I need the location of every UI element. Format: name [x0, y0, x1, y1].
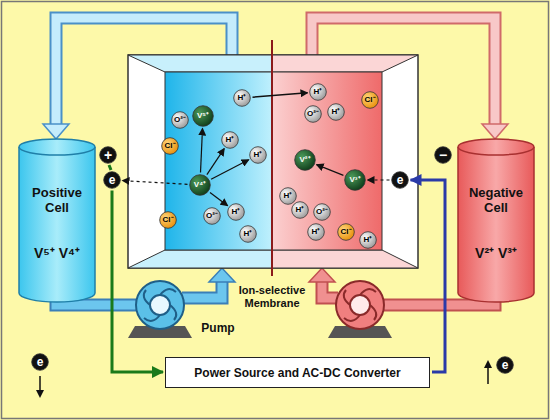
reaction-arrow: [253, 93, 308, 97]
chloride-ion: Cl⁻: [337, 223, 355, 241]
ion-symbol: V³⁺: [350, 176, 361, 184]
vanadium-ion: V²⁺: [294, 149, 316, 171]
ion-symbol: H⁺: [232, 208, 241, 216]
reaction-arrow: [368, 179, 390, 180]
ion-symbol: +: [104, 148, 112, 162]
positive-tank: Positive CellV⁵⁺ V⁴⁺: [18, 138, 96, 302]
ion-symbol: Cl⁻: [365, 96, 376, 104]
ion-symbol: e: [397, 174, 404, 186]
ion-symbol: H⁺: [244, 230, 253, 238]
ion-symbol: H⁺: [314, 88, 323, 96]
tank-title: Positive Cell: [22, 186, 92, 216]
vanadium-ion: V³⁺: [344, 169, 366, 191]
ion-symbol: H⁺: [226, 136, 235, 144]
tank-cylinder: [457, 138, 535, 302]
ion-particle: H⁺: [307, 223, 325, 241]
ion-symbol: e: [37, 356, 44, 368]
ion-particle: H⁺: [239, 225, 257, 243]
ion-symbol: O²⁻: [316, 208, 328, 216]
ion-particle: H⁺: [249, 146, 267, 164]
tank-title: Negative Cell: [461, 186, 531, 216]
electron-symbol: e: [391, 171, 409, 189]
ion-symbol: −: [439, 148, 447, 162]
ion-particle: H⁺: [359, 231, 377, 249]
electron-symbol: e: [496, 356, 514, 374]
terminal-symbol: −: [434, 146, 452, 164]
ion-symbol: H⁺: [332, 108, 341, 116]
electron-symbol: e: [31, 353, 49, 371]
ion-symbol: O²⁻: [174, 116, 186, 124]
reaction-arrow: [210, 193, 228, 206]
reaction-arrow: [211, 160, 249, 180]
vanadium-ion: V⁴⁺: [189, 174, 211, 196]
ion-symbol: V²⁺: [300, 156, 311, 164]
power-converter-box: Power Source and AC-DC Converter: [165, 357, 430, 388]
chloride-ion: Cl⁻: [159, 211, 177, 229]
circuit-wire: [411, 180, 446, 372]
terminal-symbol: +: [99, 146, 117, 164]
ion-symbol: e: [109, 174, 116, 186]
ion-symbol: H⁺: [296, 206, 305, 214]
ion-symbol: H⁺: [312, 228, 321, 236]
negative-tank: Negative CellV²⁺ V³⁺: [457, 138, 535, 302]
vanadium-ion: V⁵⁺: [192, 105, 214, 127]
ion-symbol: V⁵⁺: [197, 112, 209, 120]
ion-symbol: V⁴⁺: [194, 181, 206, 189]
ion-symbol: Cl⁻: [165, 142, 176, 150]
ion-particle: O²⁻: [313, 203, 331, 221]
reaction-arrow: [207, 149, 224, 175]
ion-particle: H⁺: [221, 131, 239, 149]
circuit-wire: [112, 191, 163, 373]
ion-symbol: H⁺: [284, 192, 293, 200]
ion-particle: H⁺: [233, 89, 251, 107]
ion-symbol: e: [502, 359, 509, 371]
ion-symbol: Cl⁻: [341, 228, 352, 236]
ion-particle: O²⁻: [171, 111, 189, 129]
ion-symbol: H⁺: [254, 151, 263, 159]
reaction-arrow: [123, 181, 188, 185]
ion-particle: H⁺: [279, 187, 297, 205]
ion-symbol: O²⁻: [307, 110, 319, 118]
ion-particle: H⁺: [327, 103, 345, 121]
ion-symbol: Cl⁻: [163, 216, 174, 224]
box-label: Power Source and AC-DC Converter: [194, 366, 400, 380]
tank-cylinder: [18, 138, 96, 302]
ion-formula: V⁵⁺ V⁴⁺: [34, 243, 80, 262]
ion-particle: O²⁻: [304, 105, 322, 123]
ion-formula: V²⁺ V³⁺: [475, 243, 517, 262]
ion-particle: H⁺: [227, 203, 245, 221]
ion-symbol: H⁺: [238, 94, 247, 102]
ion-symbol: H⁺: [364, 236, 373, 244]
pump-label: Pump: [198, 322, 238, 336]
reaction-arrow: [317, 165, 344, 176]
ion-particle: H⁺: [291, 201, 309, 219]
ion-particle: H⁺: [309, 83, 327, 101]
electron-symbol: e: [103, 171, 121, 189]
membrane-label: Ion-selective Membrane: [212, 284, 332, 309]
ion-particle: O²⁻: [203, 207, 221, 225]
ion-symbol: O²⁻: [206, 212, 218, 220]
chloride-ion: Cl⁻: [361, 91, 379, 109]
chloride-ion: Cl⁻: [161, 137, 179, 155]
reaction-arrow: [201, 129, 203, 173]
